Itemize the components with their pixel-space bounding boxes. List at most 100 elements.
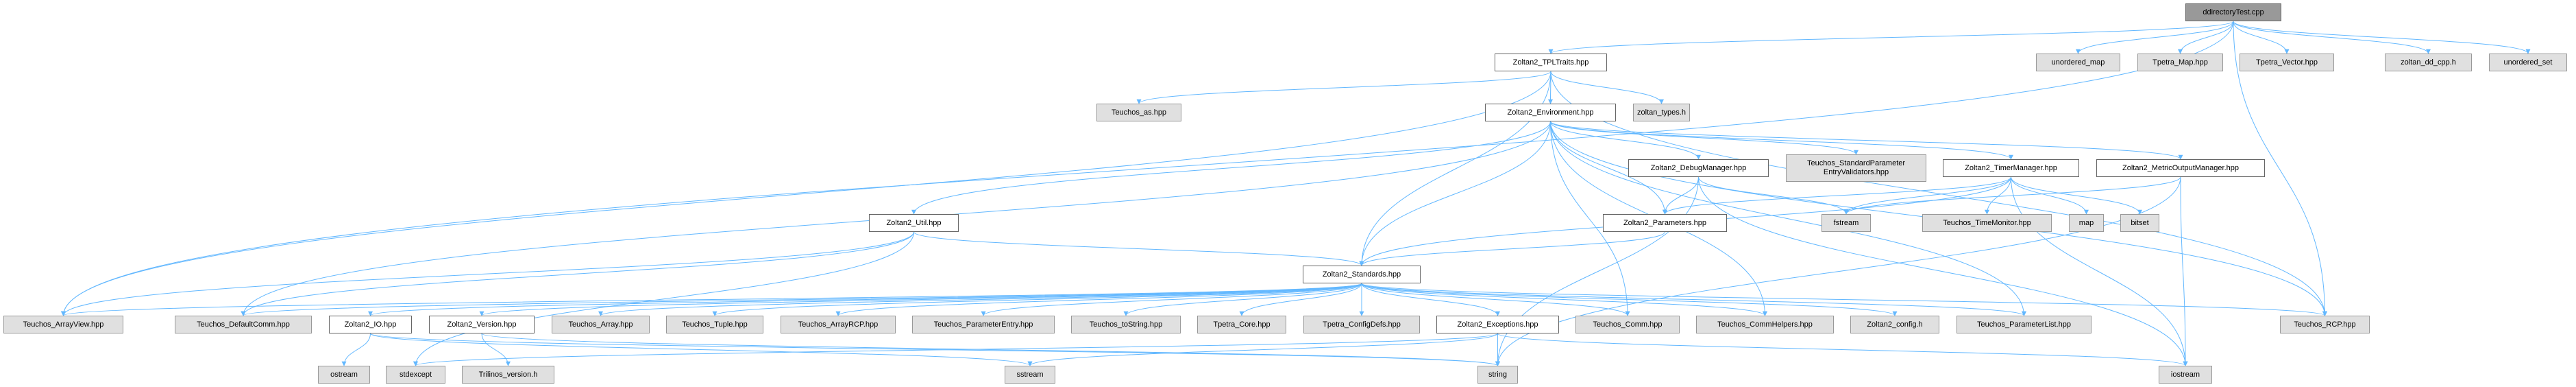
- edge-zoltan2-environment-hpp-to-teuchos-standardparameter-entryvalidators-hpp: [1550, 121, 1859, 155]
- graph-node-zoltan2-metricoutputmanager-hpp[interactable]: Zoltan2_MetricOutputManager.hpp: [2096, 159, 2265, 177]
- graph-node-zoltan-dd-cpp-h: zoltan_dd_cpp.h: [2385, 54, 2472, 71]
- edge-zoltan2-environment-hpp-to-zoltan2-util-hpp: [911, 121, 1551, 215]
- graph-node-tpetra-vector-hpp: Tpetra_Vector.hpp: [2240, 54, 2334, 71]
- edge-zoltan2-standards-hpp-to-teuchos-tuple-hpp: [712, 283, 1362, 316]
- edge-zoltan2-metricoutputmanager-hpp-to-string: [1495, 176, 2181, 366]
- edge-zoltan2-standards-hpp-to-teuchos-comm-hpp: [1361, 283, 1630, 316]
- edge-zoltan2-standards-hpp-to-teuchos-parameterlist-hpp: [1361, 283, 2026, 316]
- edge-zoltan2-timermanager-hpp-to-teuchos-timemonitor-hpp: [1985, 176, 2011, 215]
- edge-ddirectorytest-cpp-to-tpetra-map-hpp: [2178, 21, 2234, 54]
- graph-node-teuchos-arrayview-hpp: Teuchos_ArrayView.hpp: [3, 316, 123, 333]
- edge-zoltan2-standards-hpp-to-zoltan2-exceptions-hpp: [1361, 283, 1500, 316]
- graph-node-teuchos-parameterentry-hpp: Teuchos_ParameterEntry.hpp: [912, 316, 1055, 333]
- edge-zoltan2-environment-hpp-to-zoltan2-timermanager-hpp: [1550, 121, 2013, 160]
- edge-zoltan2-standards-hpp-to-teuchos-parameterentry-hpp: [981, 283, 1362, 316]
- edge-zoltan2-environment-hpp-to-zoltan2-debugmanager-hpp: [1550, 121, 1701, 160]
- edge-zoltan2-timermanager-hpp-to-map: [2011, 176, 2089, 215]
- edge-zoltan2-io-hpp-to-sstream: [370, 333, 1033, 366]
- edge-zoltan2-debugmanager-hpp-to-zoltan2-parameters-hpp: [1663, 176, 1699, 215]
- graph-node-zoltan2-parameters-hpp[interactable]: Zoltan2_Parameters.hpp: [1603, 214, 1727, 232]
- graph-node-teuchos-comm-hpp: Teuchos_Comm.hpp: [1575, 316, 1680, 333]
- graph-node-teuchos-tostring-hpp: Teuchos_toString.hpp: [1071, 316, 1181, 333]
- graph-node-zoltan-types-h: zoltan_types.h: [1633, 104, 1690, 121]
- graph-node-ostream: ostream: [318, 366, 370, 384]
- edge-zoltan2-version-hpp-to-string: [481, 333, 1500, 366]
- graph-node-teuchos-commhelpers-hpp: Teuchos_CommHelpers.hpp: [1696, 316, 1834, 333]
- edge-zoltan2-parameters-hpp-to-zoltan2-standards-hpp: [1359, 231, 1665, 266]
- edge-zoltan2-exceptions-hpp-to-stdexcept: [413, 333, 1498, 366]
- graph-node-unordered-set: unordered_set: [2489, 54, 2567, 71]
- graph-node-teuchos-parameterlist-hpp: Teuchos_ParameterList.hpp: [1956, 316, 2092, 333]
- edge-ddirectorytest-cpp-to-tpetra-vector-hpp: [2233, 21, 2290, 54]
- edge-zoltan2-environment-hpp-to-teuchos-comm-hpp: [1550, 121, 1630, 316]
- edge-zoltan2-tpltraits-hpp-to-zoltan-types-h: [1550, 71, 1664, 104]
- graph-node-zoltan2-environment-hpp[interactable]: Zoltan2_Environment.hpp: [1485, 104, 1616, 121]
- edge-zoltan2-standards-hpp-to-teuchos-arrayview-hpp: [61, 283, 1362, 316]
- edge-zoltan2-standards-hpp-to-zoltan2-io-hpp: [368, 283, 1362, 316]
- edge-zoltan2-timermanager-hpp-to-bitset: [2011, 176, 2142, 215]
- edge-zoltan2-exceptions-hpp-to-iostream: [1497, 333, 2188, 366]
- graph-node-zoltan2-io-hpp[interactable]: Zoltan2_IO.hpp: [329, 316, 412, 333]
- graph-node-zoltan2-exceptions-hpp[interactable]: Zoltan2_Exceptions.hpp: [1436, 316, 1559, 333]
- edge-zoltan2-standards-hpp-to-teuchos-tostring-hpp: [1123, 283, 1362, 316]
- edge-ddirectorytest-cpp-to-teuchos-arrayview-hpp: [61, 21, 2234, 316]
- graph-node-zoltan2-config-h: Zoltan2_config.h: [1850, 316, 1939, 333]
- edge-ddirectorytest-cpp-to-teuchos-rcp-hpp: [2233, 21, 2327, 316]
- edge-ddirectorytest-cpp-to-unordered-set: [2233, 21, 2531, 54]
- graph-node-zoltan2-util-hpp[interactable]: Zoltan2_Util.hpp: [869, 214, 959, 232]
- graph-node-teuchos-array-hpp: Teuchos_Array.hpp: [552, 316, 650, 333]
- edge-zoltan2-timermanager-hpp-to-iostream: [2011, 176, 2188, 366]
- graph-node-zoltan2-debugmanager-hpp[interactable]: Zoltan2_DebugManager.hpp: [1628, 159, 1769, 177]
- graph-node-teuchos-defaultcomm-hpp: Teuchos_DefaultComm.hpp: [175, 316, 312, 333]
- edge-zoltan2-util-hpp-to-stdexcept: [413, 231, 914, 366]
- edge-zoltan2-standards-hpp-to-teuchos-arrayrcp-hpp: [835, 283, 1362, 316]
- edge-ddirectorytest-cpp-to-zoltan2-tpltraits-hpp: [1548, 21, 2234, 54]
- graph-node-zoltan2-timermanager-hpp[interactable]: Zoltan2_TimerManager.hpp: [1943, 159, 2079, 177]
- edge-zoltan2-standards-hpp-to-zoltan2-config-h: [1361, 283, 1898, 316]
- graph-node-tpetra-core-hpp: Tpetra_Core.hpp: [1197, 316, 1286, 333]
- edge-zoltan2-standards-hpp-to-teuchos-defaultcomm-hpp: [241, 283, 1362, 316]
- edge-ddirectorytest-cpp-to-zoltan-dd-cpp-h: [2233, 21, 2431, 54]
- graph-node-fstream: fstream: [1821, 214, 1871, 232]
- graph-node-bitset: bitset: [2120, 214, 2159, 232]
- edge-ddirectorytest-cpp-to-unordered-map: [2076, 21, 2234, 54]
- edge-zoltan2-timermanager-hpp-to-zoltan2-parameters-hpp: [1663, 176, 2011, 215]
- edge-zoltan2-tpltraits-hpp-to-zoltan2-standards-hpp: [1359, 71, 1551, 266]
- graph-node-stdexcept: stdexcept: [386, 366, 445, 384]
- graph-node-ddirectorytest-cpp[interactable]: ddirectoryTest.cpp: [2185, 3, 2281, 21]
- edge-zoltan2-metricoutputmanager-hpp-to-iostream: [2180, 176, 2188, 366]
- graph-node-tpetra-map-hpp: Tpetra_Map.hpp: [2137, 54, 2223, 71]
- edge-zoltan2-environment-hpp-to-zoltan2-standards-hpp: [1359, 121, 1551, 266]
- graph-node-zoltan2-standards-hpp[interactable]: Zoltan2_Standards.hpp: [1303, 266, 1421, 283]
- graph-node-zoltan2-version-hpp[interactable]: Zoltan2_Version.hpp: [429, 316, 535, 333]
- graph-node-sstream: sstream: [1005, 366, 1055, 384]
- edge-zoltan2-environment-hpp-to-zoltan2-metricoutputmanager-hpp: [1550, 121, 2183, 160]
- edge-zoltan2-timermanager-hpp-to-fstream: [1843, 176, 2011, 215]
- graph-node-map: map: [2069, 214, 2104, 232]
- edge-zoltan2-util-hpp-to-zoltan2-standards-hpp: [913, 231, 1364, 266]
- graph-node-teuchos-rcp-hpp: Teuchos_RCP.hpp: [2280, 316, 2370, 333]
- graph-node-teuchos-tuple-hpp: Teuchos_Tuple.hpp: [666, 316, 763, 333]
- edge-zoltan2-io-hpp-to-ostream: [341, 333, 371, 366]
- graph-node-teuchos-arrayrcp-hpp: Teuchos_ArrayRCP.hpp: [781, 316, 896, 333]
- graph-node-zoltan2-tpltraits-hpp[interactable]: Zoltan2_TPLTraits.hpp: [1495, 54, 1607, 71]
- edge-zoltan2-standards-hpp-to-tpetra-core-hpp: [1239, 283, 1362, 316]
- graph-node-iostream: iostream: [2159, 366, 2212, 384]
- graph-node-tpetra-configdefs-hpp: Tpetra_ConfigDefs.hpp: [1303, 316, 1420, 333]
- edge-zoltan2-util-hpp-to-teuchos-defaultcomm-hpp: [241, 231, 914, 316]
- edge-zoltan2-exceptions-hpp-to-sstream: [1027, 333, 1498, 366]
- edge-zoltan2-environment-hpp-to-teuchos-parameterlist-hpp: [1550, 121, 2026, 316]
- graph-node-teuchos-as-hpp: Teuchos_as.hpp: [1096, 104, 1181, 121]
- edge-zoltan2-standards-hpp-to-teuchos-array-hpp: [598, 283, 1362, 316]
- graph-node-trilinos-version-h: Trilinos_version.h: [462, 366, 554, 384]
- graph-node-unordered-map: unordered_map: [2036, 54, 2120, 71]
- edge-zoltan2-environment-hpp-to-zoltan2-parameters-hpp: [1550, 121, 1667, 215]
- edge-zoltan2-tpltraits-hpp-to-teuchos-arrayview-hpp: [61, 71, 1551, 316]
- edge-zoltan2-debugmanager-hpp-to-fstream: [1698, 176, 1849, 215]
- edge-zoltan2-metricoutputmanager-hpp-to-fstream: [1843, 176, 2181, 215]
- edge-zoltan2-debugmanager-hpp-to-iostream: [1698, 176, 2188, 366]
- edge-zoltan2-util-hpp-to-teuchos-arrayview-hpp: [61, 231, 914, 316]
- graph-node-string: string: [1477, 366, 1518, 384]
- graph-node-teuchos-standardparameter-entryvalidators-hpp: Teuchos_StandardParameter EntryValidator…: [1786, 154, 1926, 182]
- edge-zoltan2-standards-hpp-to-teuchos-commhelpers-hpp: [1361, 283, 1767, 316]
